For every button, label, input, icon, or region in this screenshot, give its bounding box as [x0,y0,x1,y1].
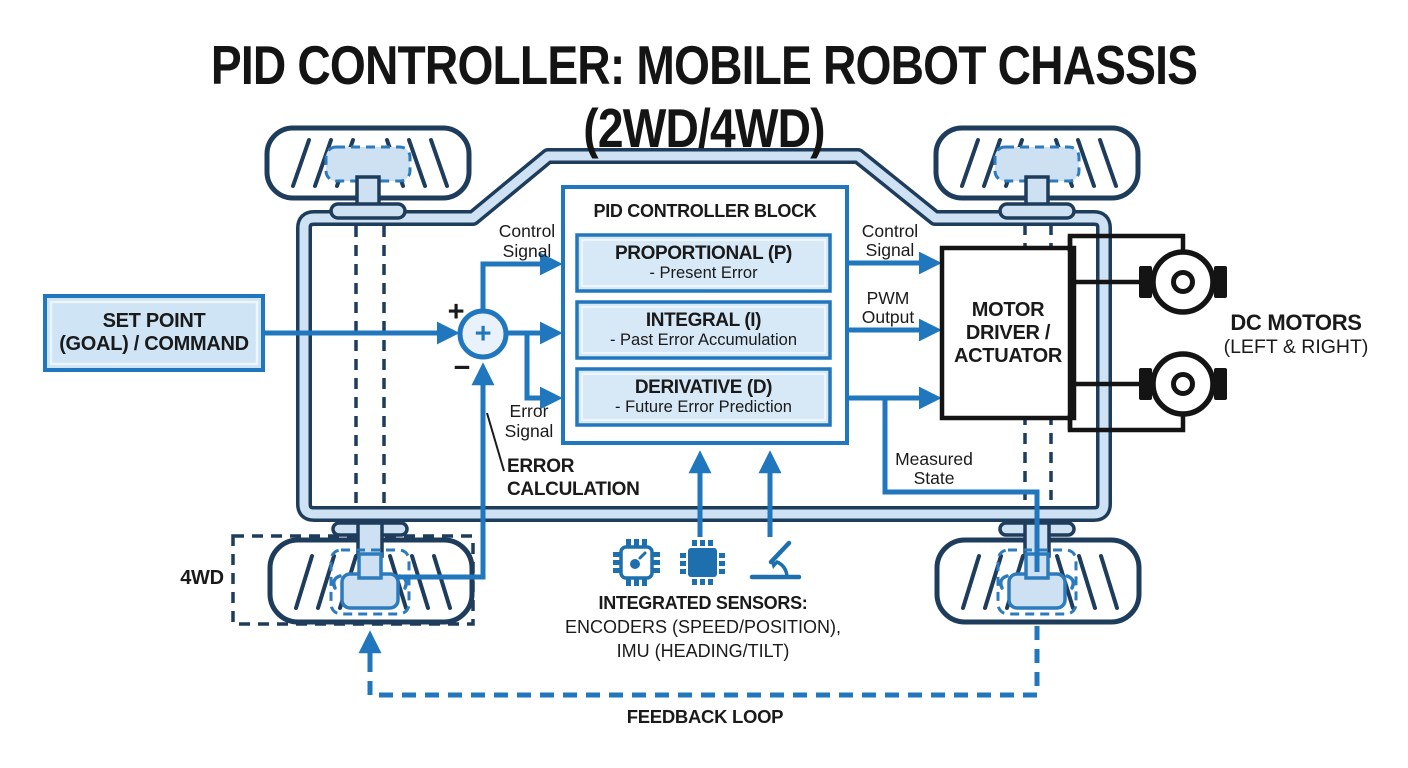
setpoint-label: SET POINT (GOAL) / COMMAND [45,296,263,370]
page-title: PID CONTROLLER: MOBILE ROBOT CHASSIS (2W… [210,34,1198,160]
dc-motors-label: DC MOTORS (LEFT & RIGHT) [1196,310,1396,359]
error-callout-line [486,412,505,472]
derivative-block [575,367,832,427]
measured-state-label: Measured State [888,450,980,488]
measured-state-line2: State [913,468,955,488]
motor-driver-line1: MOTOR [971,298,1045,321]
error-signal-line1: Error [509,401,549,421]
proportional-label: PROPORTIONAL (P) - Present Error [577,237,830,289]
control-signal-left-line1: Control [498,221,556,241]
integral-block [575,300,832,360]
d-desc: - Future Error Prediction [615,398,792,417]
chassis-frame [296,148,1112,522]
sensors-line2: ENCODERS (SPEED/POSITION), [564,617,842,637]
feedback-loop-label: FEEDBACK LOOP [626,706,784,727]
summing-minus-sign: − [453,352,471,384]
error-signal-label: Error Signal [494,401,564,441]
axle-dashed-left [354,226,386,506]
motor-driver-box [939,245,1077,421]
dc-motor-top [1139,249,1227,315]
derivative-label: DERIVATIVE (D) - Future Error Prediction [577,371,830,423]
control-signal-elbow [480,261,550,311]
sensors-label: INTEGRATED SENSORS: ENCODERS (SPEED/POSI… [543,591,863,663]
p-desc: - Present Error [649,264,758,283]
dc-motors-line1: DC MOTORS [1230,310,1362,335]
control-signal-right-label: Control Signal [852,222,928,260]
dc-motor-bottom [1139,351,1227,417]
setpoint-line2: (GOAL) / COMMAND [59,333,249,355]
control-signal-left-label: Control Signal [488,221,566,261]
d-name: DERIVATIVE (D) [634,376,773,398]
proportional-block [575,233,832,293]
chip-outline-icon [613,539,660,586]
setpoint-line1: SET POINT [102,310,206,332]
pwm-line1: PWM [866,288,910,308]
fourwd-label: 4WD [180,567,224,589]
tilt-sensor-icon [749,540,802,580]
control-signal-right-line1: Control [861,221,919,241]
motor-bracket [1067,233,1186,433]
sensors-line3: IMU (HEADING/TILT) [616,641,790,661]
control-signal-right-line2: Signal [865,240,915,260]
dc-motors-line2: (LEFT & RIGHT) [1223,336,1369,358]
error-calculation-label: ERROR CALCULATION [507,455,677,501]
error-signal-line2: Signal [504,421,554,441]
summing-plus-sign: + [447,296,465,328]
error-feedback-line [396,362,495,580]
pwm-output-label: PWM Output [850,289,926,327]
derivative-branch [524,333,545,401]
error-calc-line1: ERROR [507,456,575,477]
integral-label: INTEGRAL (I) - Past Error Accumulation [577,304,830,356]
i-desc: - Past Error Accumulation [609,331,798,350]
control-signal-left-line2: Signal [502,241,552,261]
pwm-line2: Output [861,307,915,327]
feedback-loop-dashed [358,626,1040,698]
i-name: INTEGRAL (I) [645,309,762,331]
error-calc-line2: CALCULATION [507,479,640,500]
motor-driver-line3: ACTUATOR [954,344,1062,367]
sensors-heading: INTEGRATED SENSORS: [598,593,808,613]
motor-driver-label: MOTOR DRIVER / ACTUATOR [942,248,1074,418]
summing-junction [457,308,509,360]
measured-state-line1: Measured [895,449,973,469]
summing-inner-plus: + [474,318,492,350]
measured-state-line [882,398,1040,572]
setpoint-box [43,294,265,372]
pid-block-title: PID CONTROLLER BLOCK [593,201,817,221]
p-name: PROPORTIONAL (P) [615,242,792,264]
chip-solid-icon [680,540,725,585]
motor-driver-line2: DRIVER / [965,321,1051,344]
